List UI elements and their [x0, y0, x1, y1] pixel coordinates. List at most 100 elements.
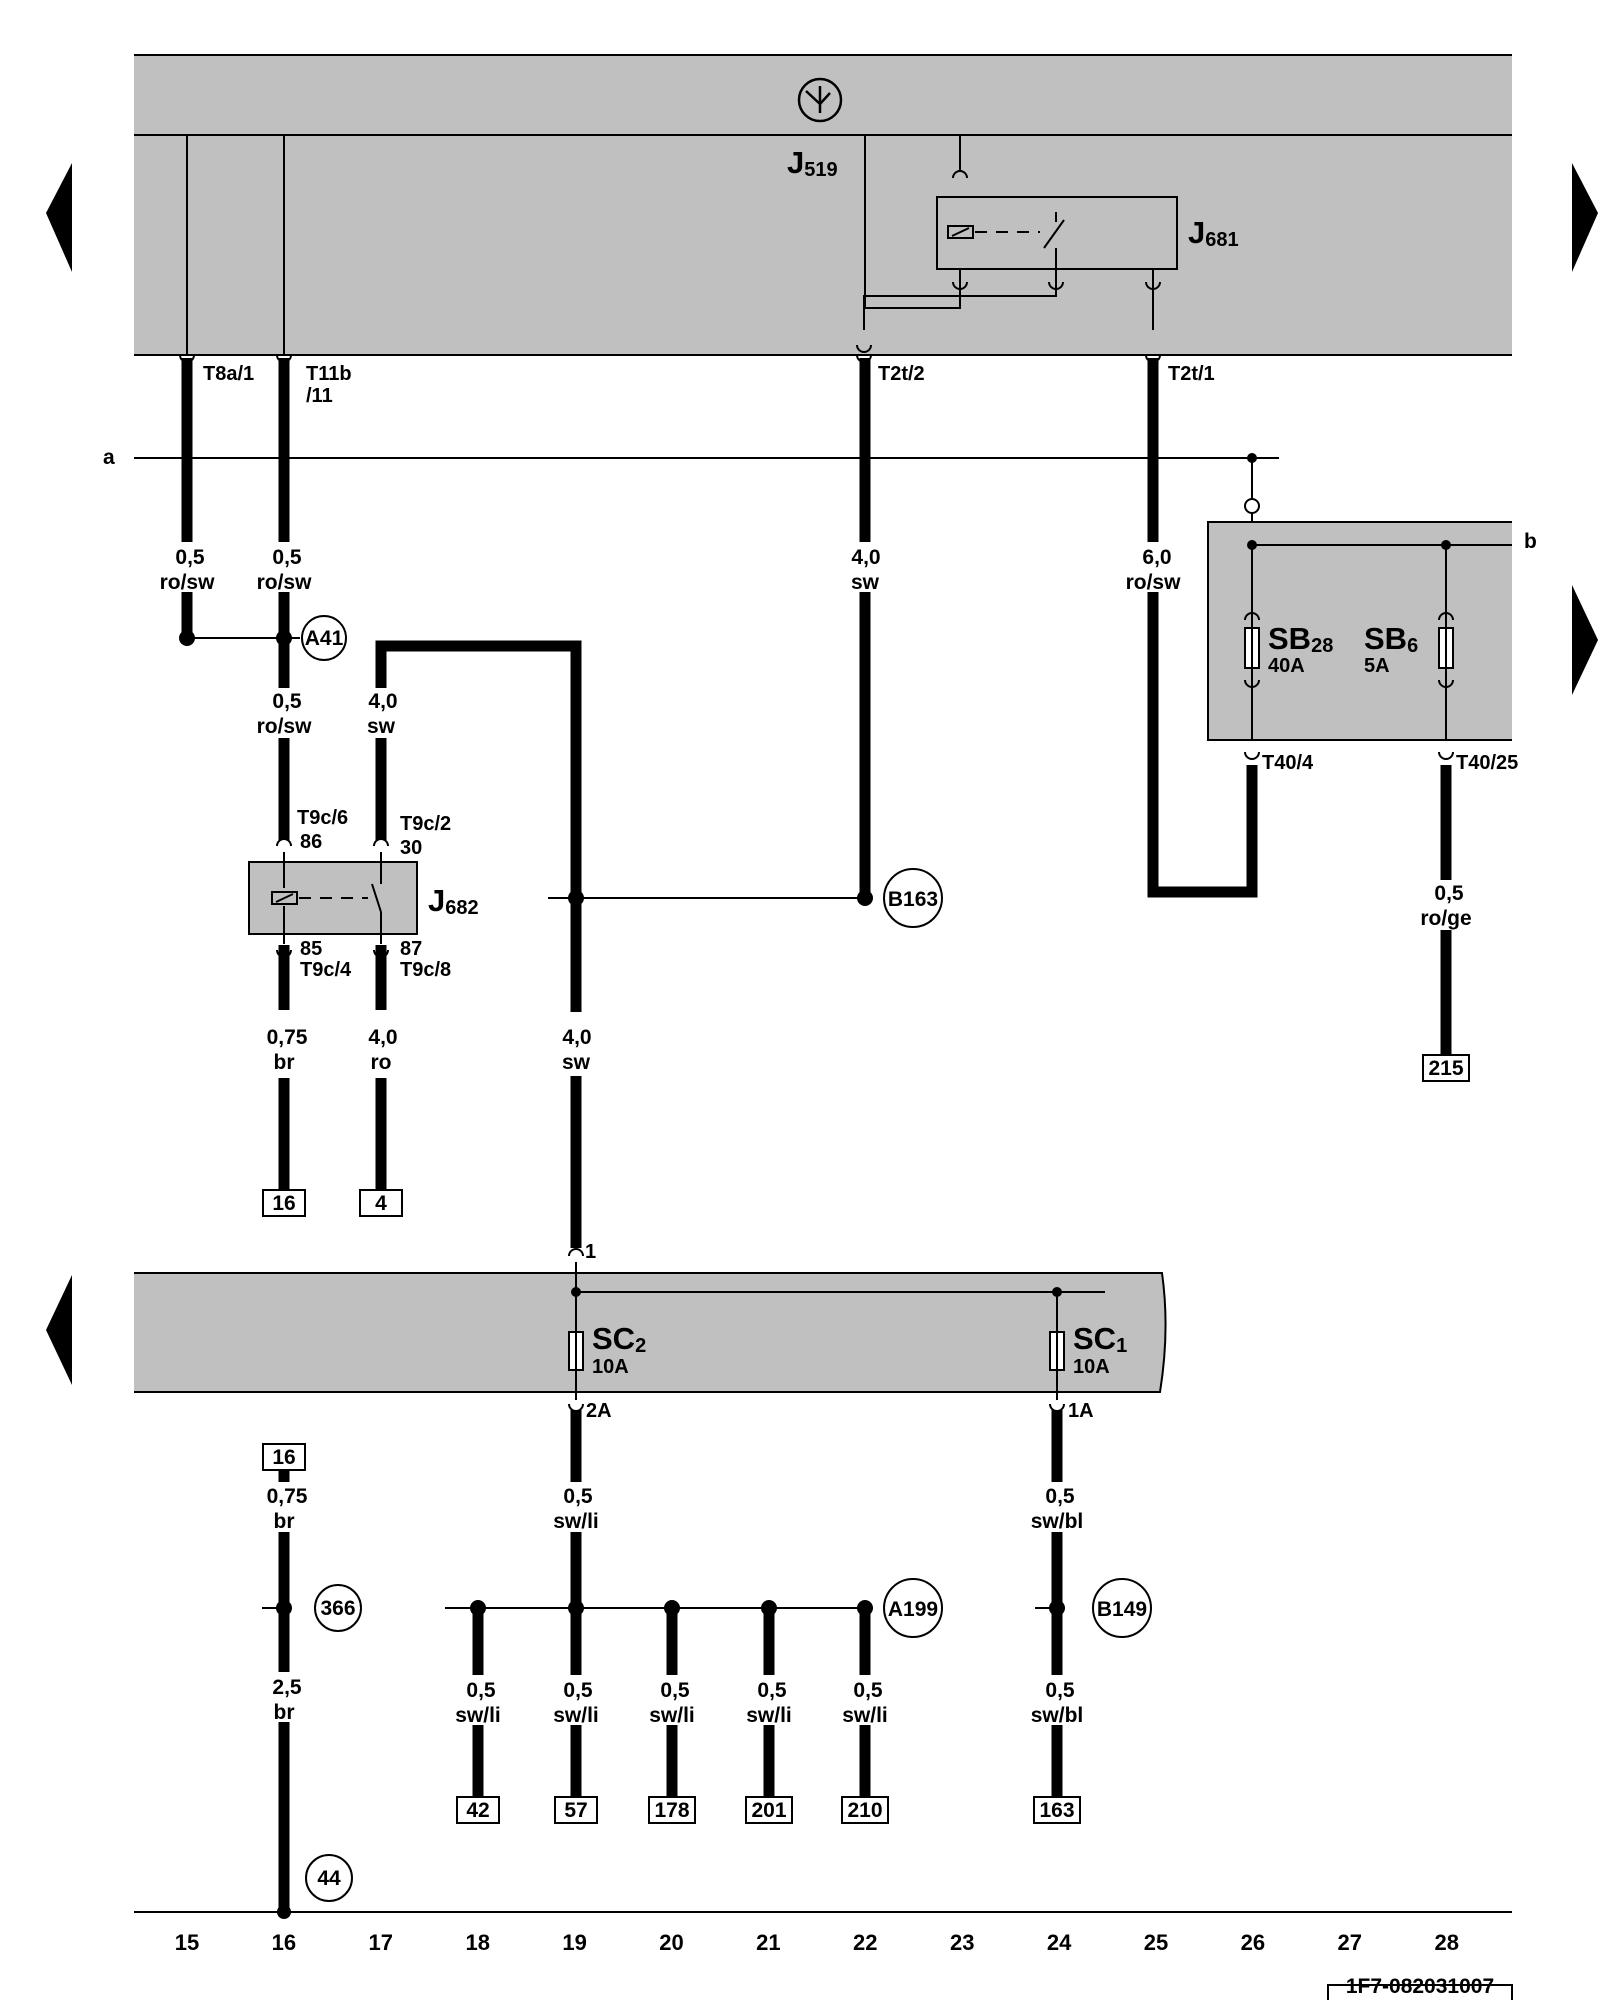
wire-size: 0,5 — [1434, 882, 1464, 905]
pin-label: 1 — [585, 1241, 596, 1263]
ruler-column-label: 19 — [562, 1930, 586, 1955]
wire-color: ro/ge — [1420, 907, 1471, 930]
connector-arc-icon — [856, 170, 1161, 353]
svg-text:178: 178 — [654, 1799, 689, 1822]
svg-text:215: 215 — [1428, 1057, 1463, 1080]
wire-size: 0,5 — [660, 1679, 690, 1702]
fuse-icon — [1244, 627, 1260, 669]
reference-box: 4 — [359, 1189, 403, 1217]
wire-color: sw — [562, 1051, 591, 1074]
ruler-column-label: 21 — [756, 1930, 780, 1955]
ruler-column-label: 25 — [1144, 1930, 1168, 1955]
wire-color: br — [274, 1701, 295, 1724]
wire-size: 4,0 — [851, 546, 880, 569]
wire-color: br — [274, 1051, 295, 1074]
connection-point-b149 — [1092, 1578, 1152, 1638]
pin-label: 2A — [586, 1400, 612, 1422]
reference-box: 201 — [745, 1796, 793, 1824]
line-a-label: a — [103, 446, 115, 469]
relay-j682 — [248, 852, 418, 944]
connection-label: B149 — [1097, 1598, 1147, 1621]
wire-color: sw/bl — [1031, 1704, 1084, 1727]
wire-color: ro/sw — [1126, 571, 1182, 594]
ruler-column-label: 23 — [950, 1930, 974, 1955]
wire-size: 0,5 — [1045, 1679, 1075, 1702]
drawing-id-box — [1327, 1984, 1513, 2000]
wire-color: ro/sw — [257, 571, 313, 594]
wire-size: 0,5 — [466, 1679, 496, 1702]
connector-arc-icon — [568, 1248, 584, 1257]
reference-box: 215 — [1422, 1054, 1470, 1082]
wire-size: 0,5 — [1045, 1485, 1075, 1508]
wire-size: 0,5 — [175, 546, 205, 569]
fuse-icon — [568, 1331, 584, 1371]
wire-color: sw/li — [842, 1704, 888, 1727]
pin-label: 85 — [300, 938, 322, 960]
wire-size: 4,0 — [368, 1026, 397, 1049]
relay-coil-icon — [947, 225, 974, 239]
pin-label: T2t/1 — [1168, 363, 1215, 385]
wire-size: 0,5 — [272, 690, 302, 713]
reference-box: 178 — [648, 1796, 696, 1824]
wire-size: 0,75 — [267, 1026, 308, 1049]
sb28-label: SB28 — [1268, 621, 1333, 657]
line-b-label: b — [1524, 530, 1537, 553]
connection-point-a41 — [301, 615, 347, 661]
connector-arc-icon — [568, 1403, 1065, 1412]
reference-box: 16 — [262, 1189, 306, 1217]
wire-size: 0,5 — [563, 1485, 593, 1508]
switch-contact-icon — [371, 852, 382, 944]
pin-label: T40/4 — [1262, 752, 1314, 774]
ruler-column-label: 22 — [853, 1930, 877, 1955]
wire-size: 0,5 — [563, 1679, 593, 1702]
relay-coil-icon — [271, 891, 298, 905]
svg-text:16: 16 — [272, 1446, 295, 1469]
continuation-arrow-icon — [1572, 163, 1598, 272]
connector-arc-icon — [276, 838, 389, 958]
wire-color: ro/sw — [257, 715, 313, 738]
pin-label: 87 — [400, 938, 422, 960]
continuation-arrow-icon — [46, 1275, 72, 1385]
wire-color: ro/sw — [160, 571, 216, 594]
connection-point-a199 — [883, 1578, 943, 1638]
reference-box: 16 — [262, 1443, 306, 1471]
ruler-column-label: 28 — [1434, 1930, 1458, 1955]
j519-label: J519 — [787, 145, 838, 181]
svg-text:16: 16 — [272, 1192, 295, 1215]
wire-size: 6,0 — [1142, 546, 1171, 569]
wire-color: sw/li — [553, 1704, 599, 1727]
pin-label: /11 — [306, 385, 333, 407]
ground-symbol-icon — [797, 77, 843, 123]
wire-size: 0,5 — [757, 1679, 787, 1702]
wire-color: sw/li — [553, 1510, 599, 1533]
sb6-label: SB6 — [1364, 621, 1418, 657]
wire-color: sw/li — [649, 1704, 695, 1727]
svg-text:4: 4 — [375, 1192, 387, 1215]
fuse-box-sc — [134, 1272, 1167, 1393]
pin-label: T2t/2 — [878, 363, 925, 385]
pin-label: T9c/8 — [400, 959, 451, 981]
j682-label: J682 — [428, 883, 479, 919]
svg-text:201: 201 — [751, 1799, 786, 1822]
wire-size: 4,0 — [562, 1026, 591, 1049]
pin-label: T11b — [306, 363, 352, 385]
connection-point-b163 — [883, 868, 943, 928]
wire-color: sw/li — [746, 1704, 792, 1727]
reference-box: 42 — [456, 1796, 500, 1824]
j681-label: J681 — [1188, 215, 1239, 251]
drawing-id: 1F7-082031007 — [1346, 1975, 1494, 1998]
sc2-label: SC2 — [592, 1321, 646, 1357]
ruler-column-label: 24 — [1047, 1930, 1072, 1955]
pin-label: T40/25 — [1456, 752, 1518, 774]
svg-text:163: 163 — [1039, 1799, 1074, 1822]
ruler-column-label: 26 — [1241, 1930, 1265, 1955]
reference-box: 163 — [1033, 1796, 1081, 1824]
pin-label: 86 — [300, 831, 322, 853]
switch-contact-icon — [1043, 212, 1065, 270]
connector-arc-icon — [1244, 612, 1454, 760]
wire-color: sw — [367, 715, 396, 738]
continuation-arrow-icon — [46, 163, 72, 272]
wire-color: sw/li — [455, 1704, 501, 1727]
